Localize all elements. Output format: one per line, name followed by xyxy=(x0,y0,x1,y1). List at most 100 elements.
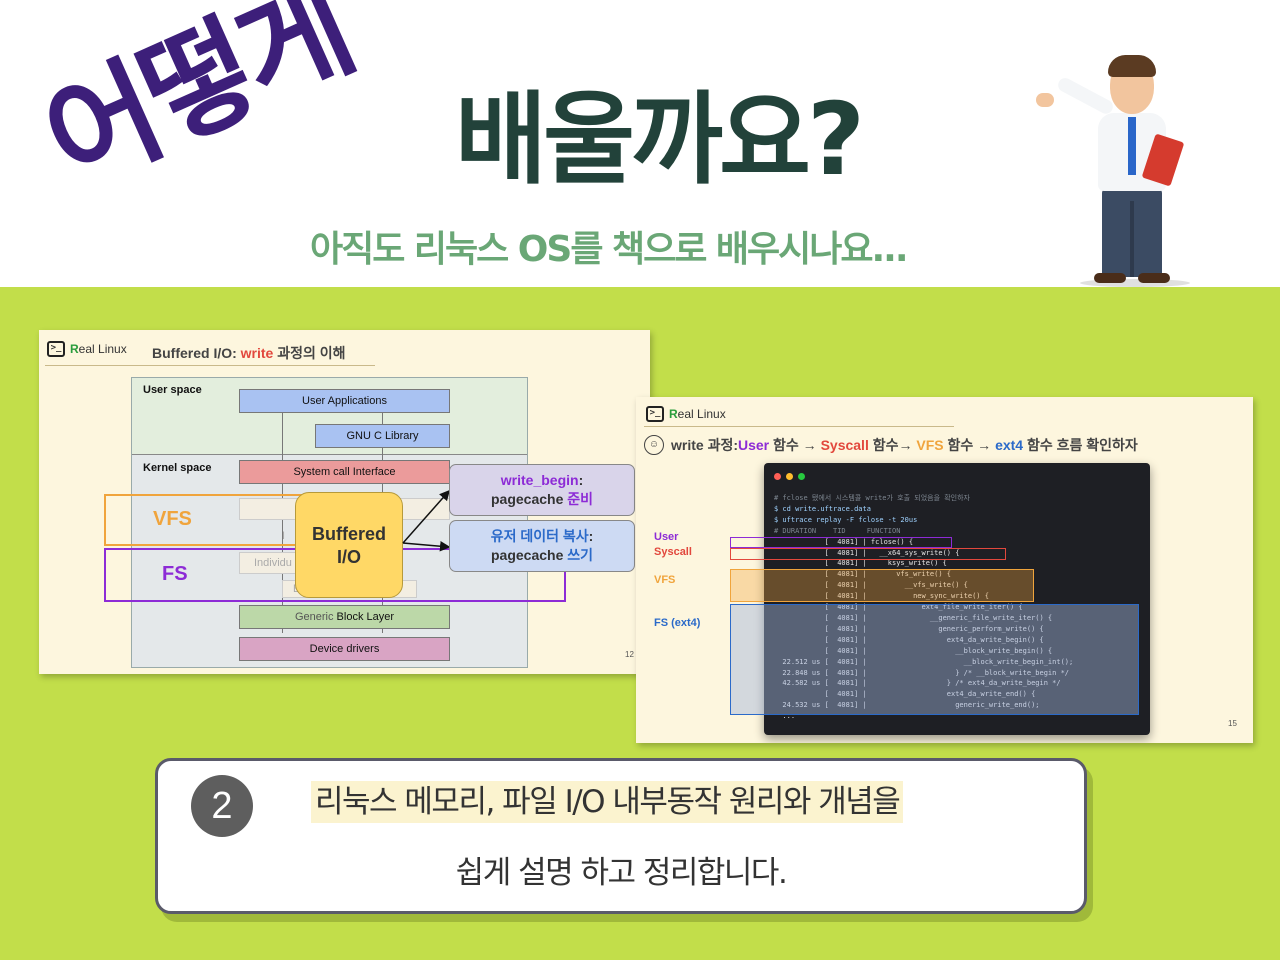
callout1-prefix: pagecache xyxy=(490,491,568,507)
heading-ext4: ext4 xyxy=(995,437,1024,453)
layer-generic-block: Generic Block Layer xyxy=(239,605,450,629)
callout2-accent: 쓰기 xyxy=(567,547,594,563)
layer-gnu-c-library: GNU C Library xyxy=(315,424,450,448)
fs-ext4-highlight xyxy=(730,604,1139,715)
terminal-line: # DURATION TID FUNCTION xyxy=(774,526,901,535)
slide2-page-number: 15 xyxy=(1228,719,1237,728)
slide1-title-prefix: Buffered I/O: xyxy=(152,345,241,361)
callout-write-begin: write_begin: pagecache 준비 xyxy=(449,464,635,516)
arrow-to-write-begin xyxy=(402,489,450,544)
terminal-output: # fclose 됐에서 시스템콜 write가 호출 되었음을 확인하자 $ c… xyxy=(774,493,1144,722)
maximize-dot-icon xyxy=(798,473,805,480)
terminal-line: [ 4081] | ext4_file_write_iter() { xyxy=(774,603,1023,612)
terminal-line: [ 4081] | ext4_da_write_end() { xyxy=(774,690,1036,699)
terminal-window: # fclose 됐에서 시스템콜 write가 호출 되었음을 확인하자 $ c… xyxy=(764,463,1150,735)
slide1-title: Buffered I/O: write 과정의 이해 xyxy=(152,343,346,363)
connector-left xyxy=(282,413,283,633)
heading-syscall: Syscall xyxy=(820,437,869,453)
label-vfs: VFS xyxy=(654,574,676,586)
user-space-label: User space xyxy=(143,384,202,396)
buffered-line2: I/O xyxy=(336,547,361,567)
terminal-line: ... xyxy=(774,712,796,721)
person-hand xyxy=(1036,93,1054,107)
terminal-line: $ uftrace replay -F fclose -t 20us xyxy=(774,515,918,524)
layer-device-drivers: Device drivers xyxy=(239,637,450,661)
person-icon: ☺ xyxy=(644,435,664,455)
terminal-line: 22.512 us [ 4081] | __block_write_begin_… xyxy=(774,657,1074,666)
step-number-badge: 2 xyxy=(191,775,253,837)
person-hair xyxy=(1108,55,1156,77)
layer-system-call-interface: System call Interface xyxy=(239,460,450,484)
user-highlight xyxy=(730,537,952,548)
heading-part2: 함수 → xyxy=(769,437,821,453)
callout2-colon: : xyxy=(588,528,594,544)
layer-i-partial: I xyxy=(282,530,286,542)
person-shoe-left xyxy=(1094,273,1126,283)
terminal-line: [ 4081] | new_sync_write() { xyxy=(774,592,989,601)
terminal-icon: >_ xyxy=(646,406,664,422)
generic-block-prefix: Generic xyxy=(294,611,337,623)
feature-card: 2 리눅스 메모리, 파일 I/O 내부동작 원리와 개념을 쉽게 설명 하고 … xyxy=(155,758,1087,914)
terminal-line: [ 4081] | __vfs_write() { xyxy=(774,581,968,590)
terminal-line: [ 4081] | __generic_file_write_iter() { xyxy=(774,613,1053,622)
minimize-dot-icon xyxy=(786,473,793,480)
callout1-accent: 준비 xyxy=(567,491,594,507)
headline-subtitle: 아직도 리눅스 OS를 책으로 배우시나요... xyxy=(310,229,908,270)
vfs-highlight-box xyxy=(104,494,324,546)
arrows-to-callouts xyxy=(402,489,451,552)
close-dot-icon xyxy=(774,473,781,480)
terminal-line: [ 4081] | __block_write_begin() { xyxy=(774,646,1053,655)
heading-vfs: VFS xyxy=(916,437,944,453)
callout2-head: 유저 데이터 복사 xyxy=(490,528,589,544)
callout2-prefix: pagecache xyxy=(490,547,568,563)
callout1-colon: : xyxy=(578,472,584,488)
label-fs-ext4: FS (ext4) xyxy=(654,617,701,629)
terminal-line: $ cd write.uftrace.data xyxy=(774,504,871,513)
terminal-line: 24.532 us [ 4081] | generic_write_end(); xyxy=(774,701,1040,710)
person-legs xyxy=(1102,189,1162,277)
heading-part4: 함수 → xyxy=(943,437,996,453)
headline-learn: 배울까요? xyxy=(455,81,865,198)
vfs-label: VFS xyxy=(153,508,192,530)
terminal-line: 42.582 us [ 4081] | } /* ext4_da_write_b… xyxy=(774,679,1061,688)
terminal-line: # fclose 됐에서 시스템콜 write가 호출 되었음을 확인하자 xyxy=(774,494,970,502)
logo-text: eal Linux xyxy=(78,342,127,356)
slide1-title-accent: write xyxy=(240,345,274,361)
terminal-line: [ 4081] | fclose() { xyxy=(774,537,914,546)
terminal-line: 22.848 us [ 4081] | } /* __block_write_b… xyxy=(774,668,1070,677)
window-controls xyxy=(774,473,805,480)
arrow-to-copy-data xyxy=(402,540,451,552)
logo-initial-2: R xyxy=(669,407,678,421)
header: 어떻게 배울까요? 아직도 리눅스 OS를 책으로 배우시나요... xyxy=(0,0,1280,287)
generic-block-rest: Block Layer xyxy=(336,611,395,623)
terminal-line: [ 4081] | generic_perform_write() { xyxy=(774,624,1044,633)
card-text-line1: 리눅스 메모리, 파일 I/O 내부동작 원리와 개념을 xyxy=(311,781,904,823)
heading-part5: 함수 흐름 확인하자 xyxy=(1023,437,1138,453)
terminal-line: [ 4081] | ksys_write() { xyxy=(774,559,947,568)
terminal-line: [ 4081] | vfs_write() { xyxy=(774,570,952,579)
callout1-head: write_begin xyxy=(500,472,579,488)
person-shoe-right xyxy=(1138,273,1170,283)
callout-copy-user-data: 유저 데이터 복사: pagecache 쓰기 xyxy=(449,520,635,572)
logo-text-2: eal Linux xyxy=(677,407,726,421)
headline-how: 어떻게 xyxy=(25,0,369,213)
label-syscall: Syscall xyxy=(654,546,692,558)
layer-user-applications: User Applications xyxy=(239,389,450,413)
heading-part3: 함수→ xyxy=(868,437,917,453)
logo-initial: R xyxy=(70,342,79,356)
heading-user: User xyxy=(738,437,770,453)
card-text-line2: 쉽게 설명 하고 정리합니다. xyxy=(455,855,788,891)
buffered-line1: Buffered xyxy=(311,524,386,544)
fs-label: FS xyxy=(162,563,188,585)
person-tie xyxy=(1128,117,1136,175)
vfs-highlight xyxy=(730,569,1034,602)
person-shadow xyxy=(1080,279,1190,287)
pointing-man-illustration xyxy=(1030,55,1230,287)
buffered-io-block: Buffered I/O xyxy=(295,492,403,598)
label-user: User xyxy=(654,531,679,543)
slide1-title-rule xyxy=(45,365,375,366)
person-arm xyxy=(1055,75,1116,117)
slide2-heading: ☺ write 과정: User 함수 → Syscall 함수→ VFS 함수… xyxy=(644,435,1138,455)
